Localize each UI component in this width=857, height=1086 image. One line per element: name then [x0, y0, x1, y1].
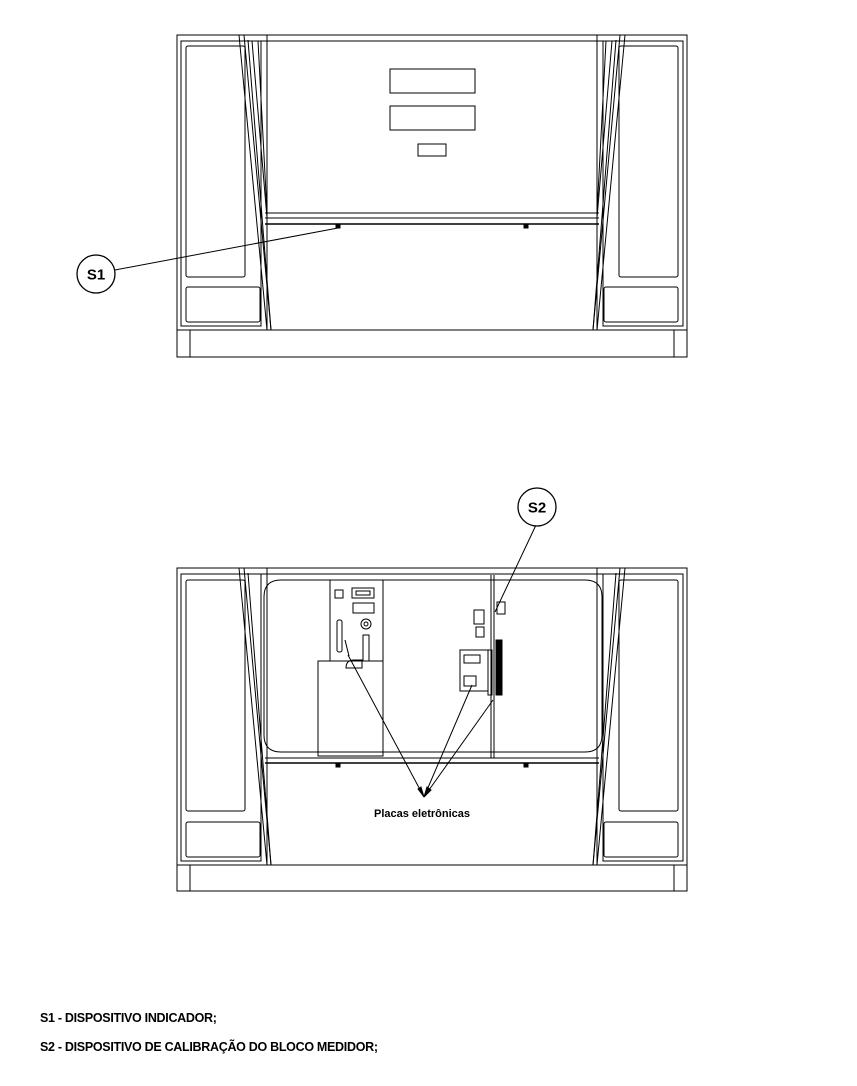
right-column	[592, 567, 688, 866]
boards-leader-lines	[347, 654, 494, 798]
seal-mark	[335, 223, 341, 229]
display-window-2	[389, 105, 476, 131]
seal-mark	[523, 223, 529, 229]
left-column	[176, 34, 272, 331]
s2-leader-line	[494, 524, 537, 613]
electronic-boards-label: Placas eletrônicas	[374, 808, 470, 820]
left-column	[176, 567, 272, 866]
display-window-3	[417, 143, 447, 157]
display-panel	[251, 40, 613, 225]
s1-callout: S1	[76, 254, 116, 294]
base-plinth	[176, 329, 688, 358]
base-plinth	[176, 864, 688, 892]
right-column	[592, 34, 688, 331]
dispenser-front-view-top	[114, 34, 688, 358]
legend-item-s2: S2 - DISPOSITIVO DE CALIBRAÇÃO DO BLOCO …	[40, 1040, 378, 1054]
s2-callout-label: S2	[528, 500, 546, 517]
electronic-board-left	[317, 579, 384, 757]
electronic-board-right	[459, 601, 506, 696]
seal-mark	[335, 762, 341, 768]
s1-callout-label: S1	[87, 267, 105, 284]
s2-callout: S2	[517, 487, 557, 527]
legend-item-s1: S1 - DISPOSITIVO INDICADOR;	[40, 1011, 217, 1025]
s1-leader-line	[114, 227, 339, 271]
open-cabinet	[263, 575, 603, 758]
dispenser-front-view-bottom: Placas eletrônicas	[176, 524, 688, 892]
seal-mark	[523, 762, 529, 768]
display-window-1	[389, 68, 476, 94]
